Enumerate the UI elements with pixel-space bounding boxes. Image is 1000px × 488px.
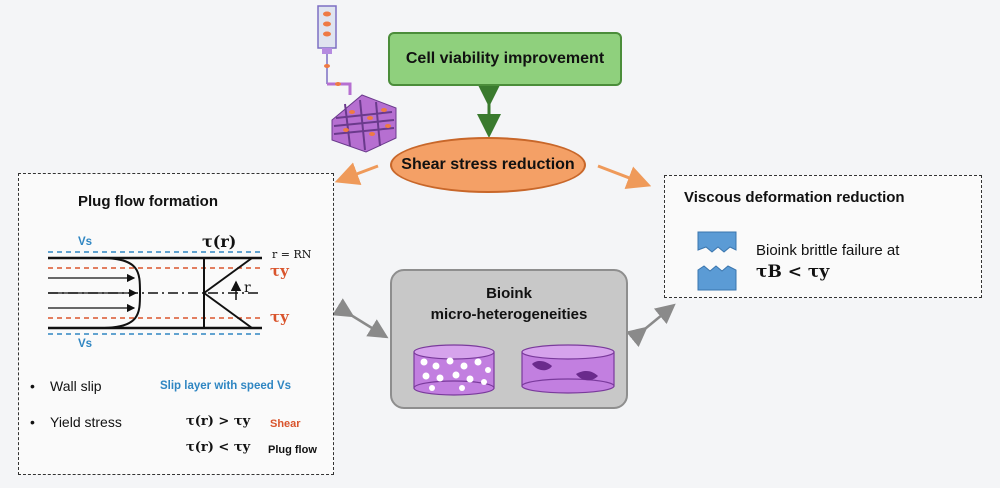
- porous-bioink-cylinder-icon: [413, 344, 495, 396]
- viscous-deformation-title: Viscous deformation reduction: [684, 189, 905, 206]
- tau-y-bottom-label: τy: [270, 308, 289, 326]
- shear-stress-ellipse: Shear stress reduction: [390, 137, 586, 193]
- plug-flow-title: Plug flow formation: [78, 193, 218, 210]
- cell-viability-box: Cell viability improvement: [388, 32, 622, 86]
- tau-b-formula: τB < τy: [756, 262, 830, 282]
- bioprinter-syringe-icon: [317, 5, 352, 95]
- r-label: r: [244, 280, 251, 296]
- stress-line-bottom: [203, 292, 253, 329]
- vs-bottom-label: Vs: [78, 338, 93, 350]
- shear-rule: τ(r) > τy: [186, 414, 251, 429]
- tau-r-label: τ(r): [202, 232, 237, 251]
- tau-y-top-label: τy: [270, 262, 289, 280]
- wall-slip-label: Wall slip: [50, 378, 102, 394]
- printed-scaffold-icon: [331, 94, 397, 153]
- bioink-title-line2: micro-heterogeneities: [430, 306, 588, 323]
- bioink-title-line1: Bioink: [486, 285, 532, 302]
- orange-arrow-left: [334, 162, 379, 186]
- cell-viability-label: Cell viability improvement: [405, 50, 605, 67]
- r-equals-label: r = RN: [272, 248, 312, 261]
- orange-arrow-right: [597, 164, 652, 189]
- stress-line-top: [203, 257, 253, 294]
- plug-flow-panel: [18, 173, 334, 475]
- bullet-dot-1: •: [30, 378, 35, 394]
- gray-arrow-right: [625, 303, 676, 348]
- vs-top-label: Vs: [78, 236, 93, 248]
- slip-layer-note: Slip layer with speed Vs: [160, 380, 292, 392]
- brittle-failure-text: Bioink brittle failure at: [756, 242, 900, 259]
- velocity-profile: [99, 257, 142, 329]
- shear-note: Shear: [270, 418, 301, 430]
- heterogeneous-bioink-cylinder-icon: [521, 344, 615, 394]
- gray-arrow-left: [332, 298, 389, 339]
- plug-flow-note: Plug flow: [268, 444, 317, 456]
- bullet-dot-2: •: [30, 414, 35, 430]
- yield-stress-label: Yield stress: [50, 414, 122, 430]
- plug-flow-rule: τ(r) < τy: [186, 440, 251, 455]
- shear-stress-label: Shear stress reduction: [401, 156, 575, 173]
- micro-heterogeneities-title: Bioink micro-heterogeneities: [390, 283, 628, 325]
